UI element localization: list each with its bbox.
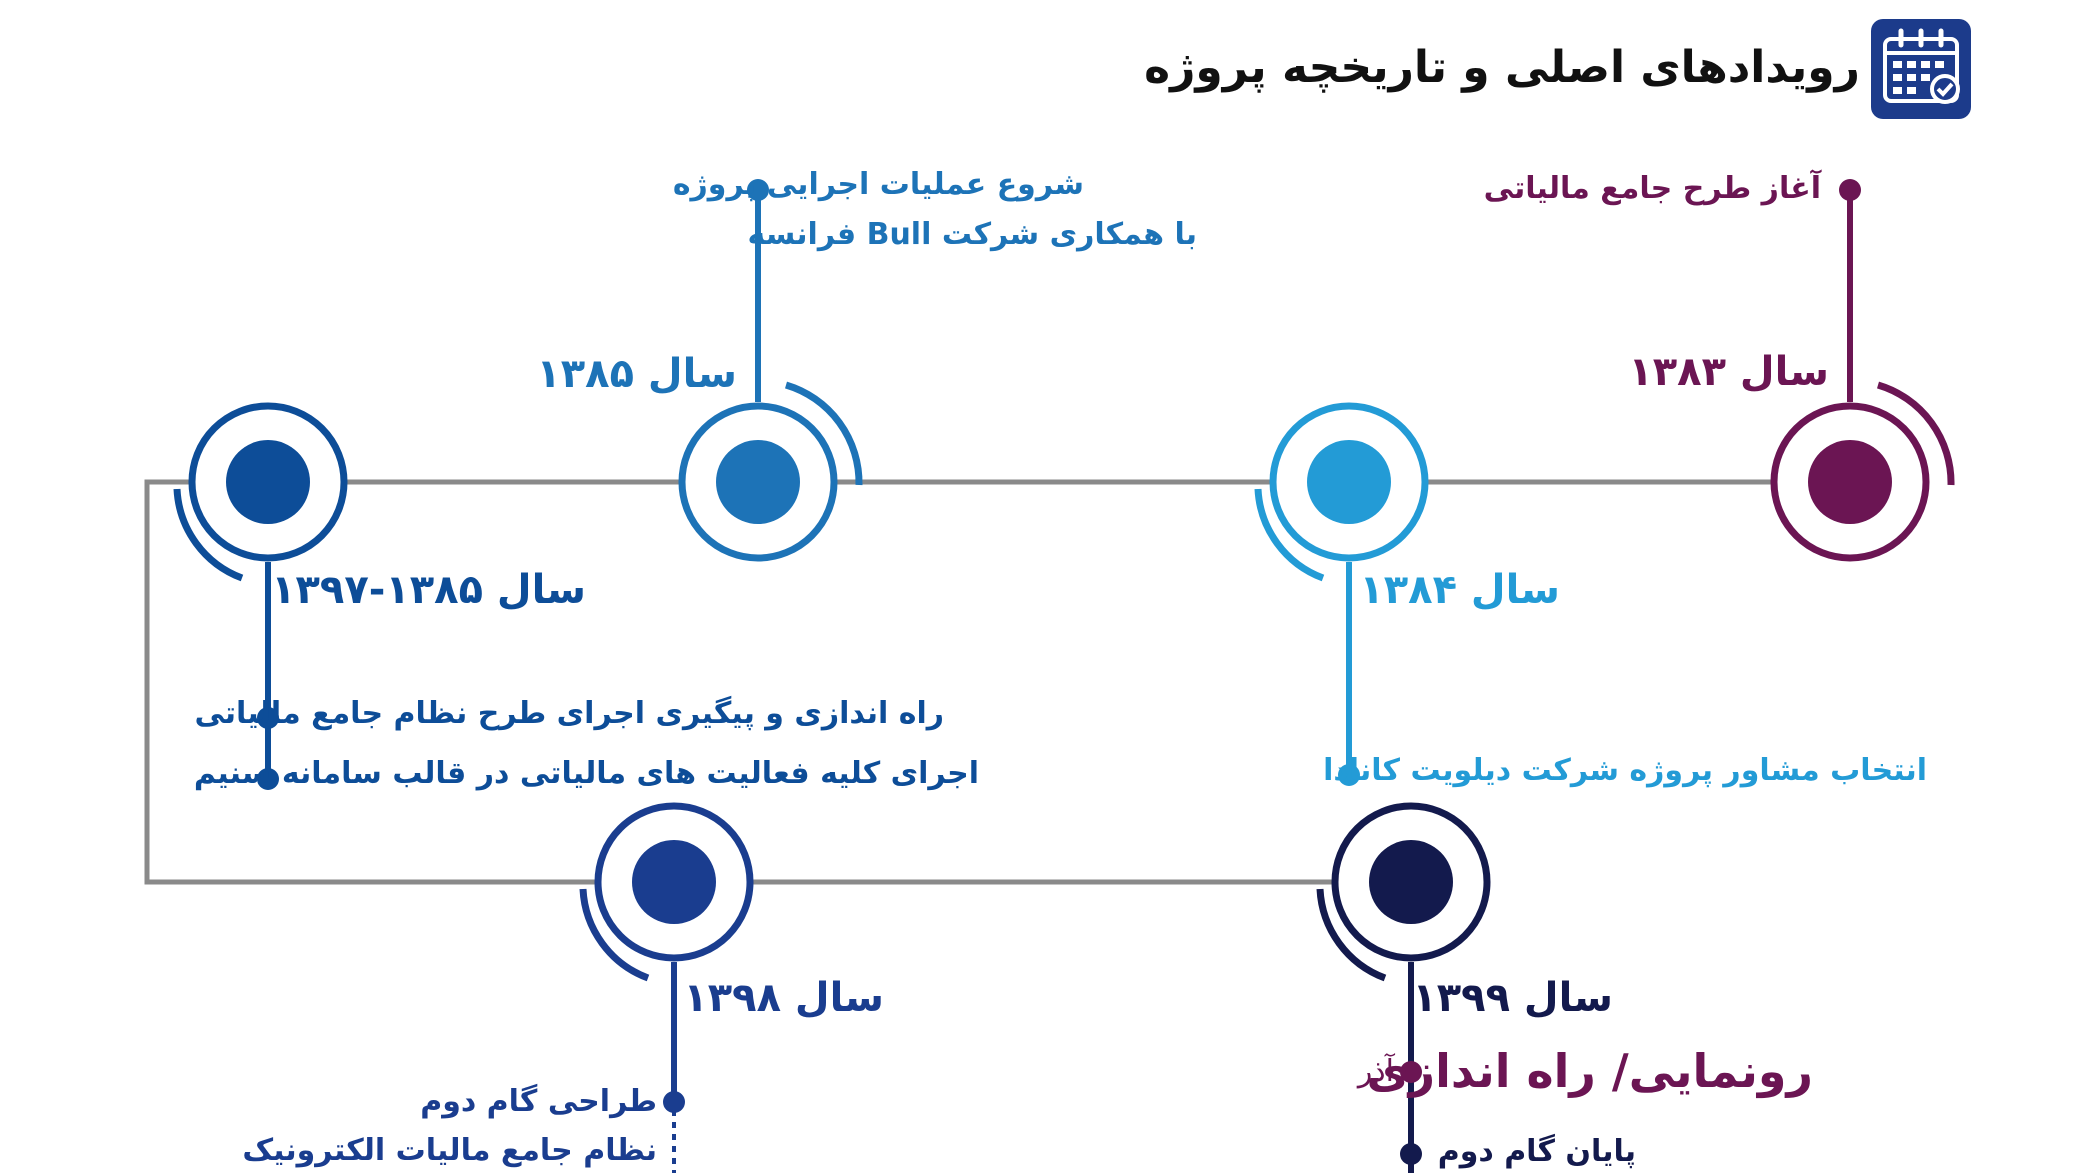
event-1383-year: سال ۱۳۸۳	[1628, 349, 1829, 395]
event-1399-month: آذر	[1357, 1054, 1394, 1089]
milestone-1385	[678, 179, 863, 562]
header-icon-box	[1871, 19, 1971, 119]
event-1398-line1: طراحی گام دوم	[420, 1084, 657, 1119]
milestone-1399	[1316, 802, 1491, 1173]
event-1398-year: سال ۱۳۹۸	[683, 975, 884, 1021]
event-1384-year: سال ۱۳۸۴	[1359, 567, 1560, 613]
event-1385-1397-line2: اجرای کلیه فعالیت های مالیاتی در قالب سا…	[193, 756, 979, 791]
event-1398-line2: نظام جامع مالیات الکترونیک	[242, 1133, 657, 1168]
event-1385-1397-year: سال ۱۳۸۵-۱۳۹۷	[271, 567, 586, 613]
event-1383-text: آغاز طرح جامع مالیاتی	[1483, 171, 1821, 206]
milestone-1384	[1254, 402, 1429, 786]
event-1399-launch: رونمایی/ راه اندازی	[1366, 1044, 1813, 1098]
event-1385-year: سال ۱۳۸۵	[536, 351, 737, 397]
timeline-path	[144, 479, 1850, 885]
milestone-1385-1397	[173, 402, 348, 790]
event-1385-line2: با همکاری شرکت Bull فرانسه	[747, 217, 1197, 252]
milestone-1383	[1770, 179, 1955, 562]
page-title: رویدادهای اصلی و تاریخچه پروژه	[1144, 42, 1860, 93]
event-1385-line1: شروع عملیات اجرایی پروژه	[672, 167, 1084, 202]
event-1385-1397-line1: راه اندازی و پیگیری اجرای طرح نظام جامع …	[194, 696, 944, 731]
calendar-check-icon	[1883, 28, 1960, 104]
event-1399-text: پایان گام دوم	[1437, 1134, 1636, 1169]
milestone-1398	[579, 802, 754, 1173]
event-1384-text: انتخاب مشاور پروژه شرکت دیلویت کانادا	[1323, 753, 1927, 788]
event-1399-year: سال ۱۳۹۹	[1412, 975, 1613, 1021]
